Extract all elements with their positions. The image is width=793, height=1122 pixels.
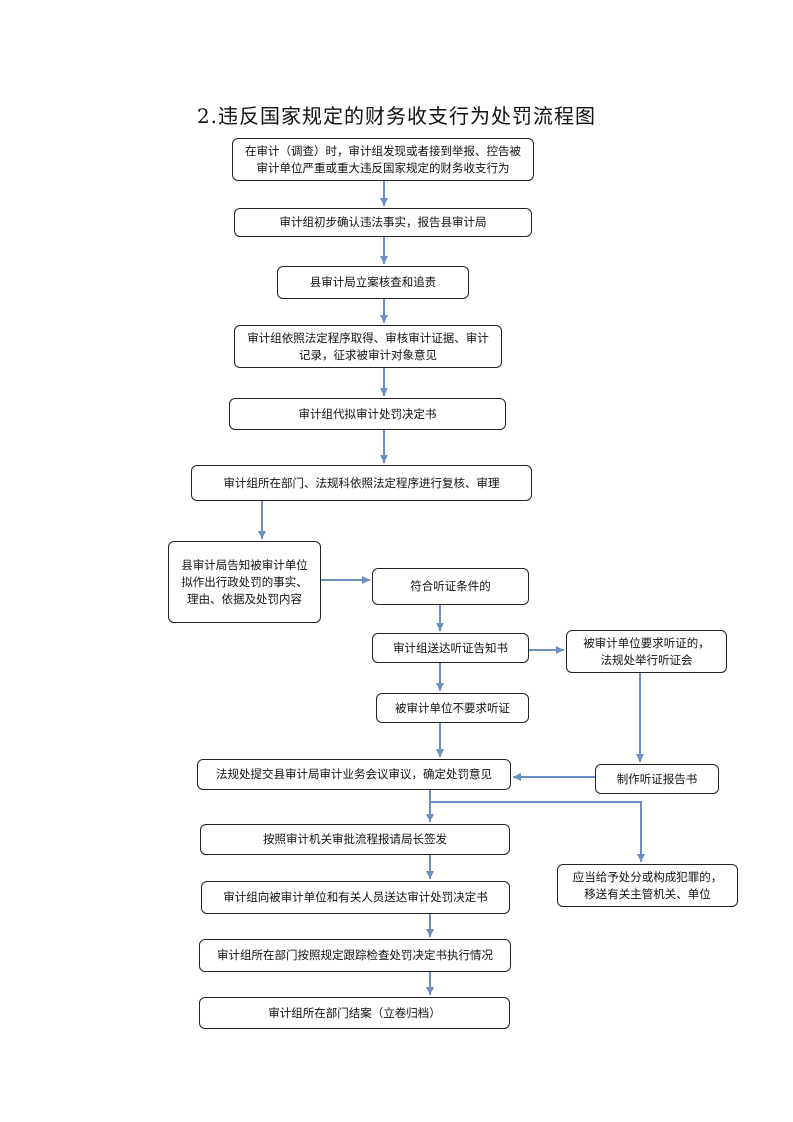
step-hearing-report: 制作听证报告书	[595, 764, 719, 794]
step-review: 审计组所在部门、法规科依照法定程序进行复核、审理	[191, 465, 532, 501]
step-close-case: 审计组所在部门结案（立卷归档）	[199, 997, 510, 1029]
step-hearing-notice: 审计组送达听证告知书	[372, 633, 529, 663]
step-preliminary-confirm: 审计组初步确认违法事实，报告县审计局	[234, 208, 532, 237]
arrow-13-15	[430, 801, 645, 862]
step-deliver-decision: 审计组向被审计单位和有关人员送达审计处罚决定书	[201, 881, 510, 914]
step-start-discovery: 在审计（调查）时，审计组发现或者接到举报、控告被审计单位严重或重大违反国家规定的…	[232, 138, 534, 181]
step-director-sign: 按照审计机关审批流程报请局长签发	[200, 824, 510, 855]
step-notify-facts: 县审计局告知被审计单位拟作出行政处罚的事实、理由、依据及处罚内容	[168, 541, 321, 623]
step-hearing-eligible: 符合听证条件的	[372, 568, 529, 605]
step-gather-evidence: 审计组依照法定程序取得、审核审计证据、审计记录，征求被审计对象意见	[234, 325, 502, 368]
page-title: 2.违反国家规定的财务收支行为处罚流程图	[196, 104, 597, 128]
step-business-meeting: 法规处提交县审计局审计业务会议审议，确定处罚意见	[197, 759, 511, 790]
step-track-execution: 审计组所在部门按照规定跟踪检查处罚决定书执行情况	[199, 939, 511, 972]
step-file-case: 县审计局立案核查和追责	[277, 266, 469, 299]
step-draft-decision: 审计组代拟审计处罚决定书	[229, 398, 506, 430]
step-transfer-authorities: 应当给予处分或构成犯罪的，移送有关主管机关、单位	[557, 864, 738, 907]
step-no-hearing: 被审计单位不要求听证	[376, 693, 529, 723]
step-hearing-requested: 被审计单位要求听证的，法规处举行听证会	[566, 630, 727, 673]
